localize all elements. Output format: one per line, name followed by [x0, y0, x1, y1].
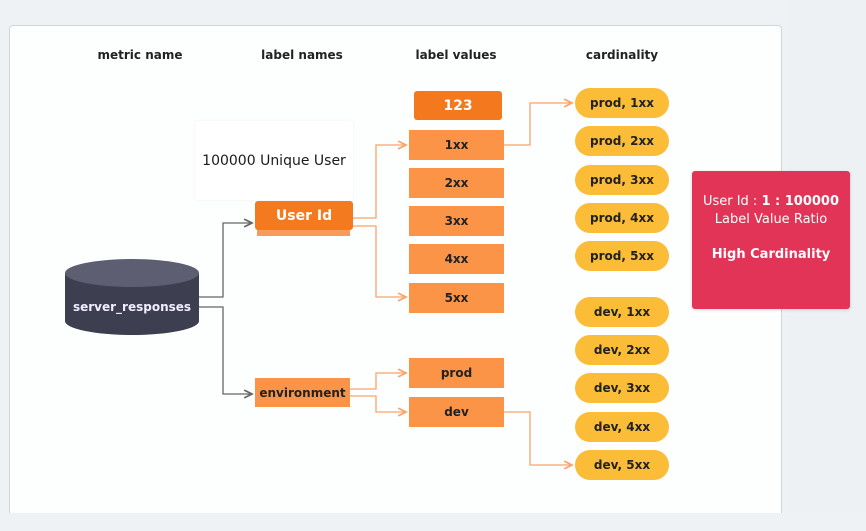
alert-subtitle: Label Value Ratio: [714, 212, 828, 227]
column-header-label-values: label values: [415, 48, 497, 62]
cardinality-item: prod, 4xx: [575, 203, 669, 233]
userid-shadow: [257, 228, 350, 236]
database-icon: [65, 259, 199, 335]
alert-verdict: High Cardinality: [711, 247, 831, 262]
cardinality-item: prod, 5xx: [575, 241, 669, 271]
alert-ratio: 1 : 100000: [761, 194, 840, 209]
alert-prefix: User Id :: [702, 194, 762, 209]
label-value-dev: dev: [409, 397, 504, 427]
cardinality-item: prod, 3xx: [575, 165, 669, 195]
cardinality-item: dev, 3xx: [575, 373, 669, 403]
label-value-prod: prod: [409, 358, 504, 388]
alert-ratio-line: User Id : 1 : 100000: [692, 194, 850, 209]
label-value-top: 123: [414, 91, 502, 120]
unique-user-note: 100000 Unique User: [195, 121, 353, 200]
cardinality-item: prod, 2xx: [575, 126, 669, 156]
label-value-5xx: 5xx: [409, 283, 504, 313]
label-name-user-id: User Id: [255, 201, 353, 230]
column-header-metric-name: metric name: [97, 48, 183, 62]
label-name-environment: environment: [255, 378, 350, 407]
cardinality-item: dev, 4xx: [575, 412, 669, 442]
label-value-2xx: 2xx: [409, 168, 504, 198]
cardinality-item: dev, 2xx: [575, 335, 669, 365]
label-value-3xx: 3xx: [409, 206, 504, 236]
cardinality-item: dev, 1xx: [575, 297, 669, 327]
cardinality-item: dev, 5xx: [575, 450, 669, 480]
label-value-4xx: 4xx: [409, 244, 504, 274]
column-header-cardinality: cardinality: [585, 48, 659, 62]
column-header-label-names: label names: [261, 48, 343, 62]
label-value-1xx: 1xx: [409, 130, 504, 160]
cardinality-item: prod, 1xx: [575, 88, 669, 118]
high-cardinality-alert: User Id : 1 : 100000 Label Value Ratio H…: [692, 171, 850, 309]
metric-name-label: server_responses: [72, 300, 192, 314]
